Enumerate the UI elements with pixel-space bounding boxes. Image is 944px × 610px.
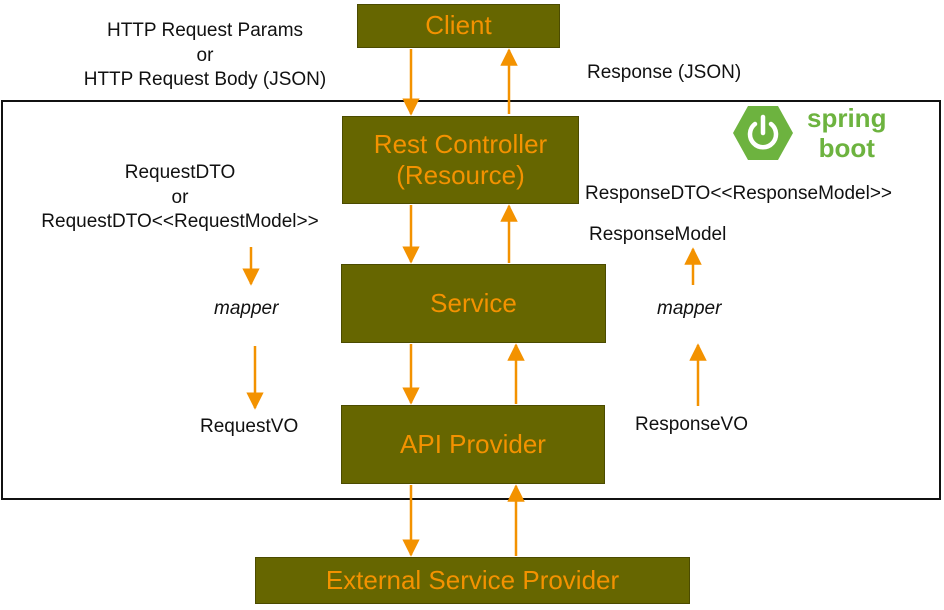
- rest-controller-box: Rest Controller (Resource): [342, 116, 579, 204]
- external-service-provider-box: External Service Provider: [255, 557, 690, 604]
- api-provider-label: API Provider: [400, 428, 546, 459]
- request-dto-label: RequestDTO or RequestDTO<<RequestModel>>: [41, 162, 319, 233]
- request-params-label: HTTP Request Params or HTTP Request Body…: [83, 20, 327, 91]
- spring-boot-boundary: [1, 100, 941, 500]
- response-dto-label: ResponseDTO<<ResponseModel>>: [585, 183, 893, 204]
- spring-boot-wordmark: spring boot: [807, 103, 887, 163]
- rest-controller-label: Rest Controller: [373, 128, 548, 159]
- service-label: Service: [430, 287, 517, 318]
- service-box: Service: [341, 264, 606, 343]
- spring-boot-logo: spring boot: [732, 103, 902, 163]
- rest-controller-sublabel: (Resource): [396, 160, 525, 190]
- client-box: Client: [357, 4, 560, 48]
- response-model-label: ResponseModel: [589, 224, 727, 245]
- power-icon: [733, 106, 793, 160]
- api-provider-box: API Provider: [341, 405, 605, 484]
- client-label: Client: [425, 10, 492, 41]
- mapper-left-label: mapper: [214, 298, 279, 319]
- mapper-right-label: mapper: [657, 298, 722, 319]
- request-vo-label: RequestVO: [200, 416, 299, 437]
- external-service-provider-label: External Service Provider: [325, 564, 620, 595]
- response-json-label: Response (JSON): [587, 62, 742, 83]
- response-vo-label: ResponseVO: [635, 414, 749, 435]
